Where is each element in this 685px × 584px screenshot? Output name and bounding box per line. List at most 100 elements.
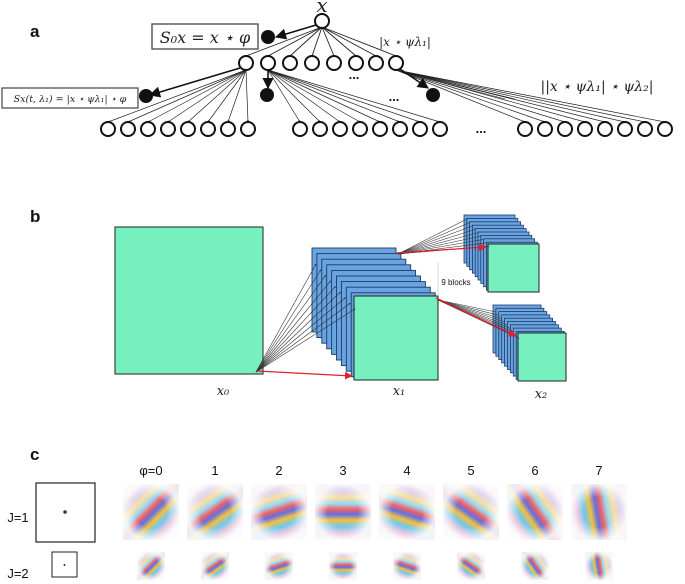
layer1-node <box>368 55 384 71</box>
edge-layer1-layer2 <box>227 69 247 123</box>
phi-label: φ=0 <box>139 463 162 478</box>
edge-layer1-layer2 <box>267 69 441 123</box>
scattering-tree <box>100 13 673 137</box>
connection-line <box>397 232 479 255</box>
filter-j1-phi3 <box>315 484 371 540</box>
layer2-node <box>352 121 368 137</box>
panel-a-label: a <box>30 22 40 41</box>
layer2-node <box>120 121 136 137</box>
filter-j2-phi0 <box>137 552 165 580</box>
red-arrow-x2 <box>435 297 517 337</box>
s0-formula-box <box>151 23 259 50</box>
layer2-node <box>240 121 256 137</box>
connection-line <box>255 275 327 373</box>
layer2-node <box>312 121 328 137</box>
edge-layer1-layer2 <box>207 69 247 123</box>
layer2-node <box>577 121 593 137</box>
connection-line <box>255 308 356 373</box>
ellipsis-layer2: ... <box>476 121 487 136</box>
red-arrow-x0-x1 <box>256 370 353 380</box>
filter-j1-phi1-fade <box>187 484 243 540</box>
connection-line <box>437 299 497 313</box>
connection-line <box>255 286 336 373</box>
connection-line <box>255 302 351 373</box>
arrow-average-3 <box>399 68 429 89</box>
x0-label: x₀ <box>217 384 230 399</box>
filter-j2-phi2 <box>265 552 293 580</box>
layer2-node <box>432 121 448 137</box>
filter-j1-phi0 <box>123 484 179 540</box>
layer2-node <box>220 121 236 137</box>
edge-layer1-layer2 <box>395 69 666 123</box>
layer2-node <box>637 121 653 137</box>
filter-j1-phi4 <box>379 484 435 540</box>
edge-root-layer1 <box>289 26 323 57</box>
filter-j1-phi6-fade <box>507 484 563 540</box>
filter-j1-phi6 <box>507 484 563 540</box>
layer2-node <box>180 121 196 137</box>
connection-line <box>397 235 482 255</box>
layer2-node <box>597 121 613 137</box>
edge-root-layer1 <box>321 26 397 57</box>
connection-line <box>437 299 502 319</box>
filter-j1-phi2 <box>251 484 307 540</box>
edge-root-layer1 <box>321 26 357 57</box>
phi-label: 3 <box>339 463 346 478</box>
lowpass-dot-j2 <box>63 564 66 566</box>
layer2-node <box>292 121 308 137</box>
average-output-node-3 <box>426 88 440 102</box>
edge-layer1-layer2 <box>267 69 321 123</box>
filter-j2-phi3-fade <box>329 552 357 580</box>
connection-line <box>437 299 499 316</box>
root-node <box>314 13 330 29</box>
layer2-node <box>657 121 673 137</box>
edge-layer1-extra <box>395 69 516 100</box>
edge-layer1-layer2 <box>395 69 546 123</box>
edge-layer1-layer2 <box>245 69 249 123</box>
filter-j2-phi6-fade <box>521 552 549 580</box>
layer1-node <box>238 55 254 71</box>
connection-line <box>255 297 346 373</box>
sx-formula: Sx(t, λ₁) = |x ⋆ ψλ₁| ⋆ φ <box>14 94 127 105</box>
filter-j1-phi0-fade <box>123 484 179 540</box>
edge-layer1-layer2 <box>395 69 646 123</box>
layer2-node <box>372 121 388 137</box>
edge-layer1-layer2 <box>395 69 566 123</box>
connection-line <box>397 218 468 255</box>
layer1-node <box>388 55 404 71</box>
edge-layer1-layer2 <box>127 69 247 123</box>
filter-j2-phi1 <box>201 552 229 580</box>
filter-j2-phi5-fade <box>457 552 485 580</box>
filter-j2-phi5 <box>457 552 485 580</box>
layer1-node <box>348 55 364 71</box>
layer2-node <box>160 121 176 137</box>
ellipsis-middle: ... <box>389 89 400 104</box>
sx-output-node <box>139 89 153 103</box>
edge-root-layer1 <box>321 26 335 57</box>
edge-layer1-layer2 <box>107 69 247 123</box>
filter-j1-phi5 <box>443 484 499 540</box>
lowpass-dot-j1 <box>63 510 67 514</box>
edge-root-layer1 <box>267 26 323 57</box>
filter-j1-phi4-fade <box>379 484 435 540</box>
filter-j2-phi2-fade <box>265 552 293 580</box>
filter-j2-phi7 <box>585 552 613 580</box>
connection-line <box>397 225 473 255</box>
filter-j1-phi7-fade <box>571 484 627 540</box>
layer2-node <box>392 121 408 137</box>
network-diagram: 9 blocks x₀ x₁ x₂ <box>114 214 567 402</box>
front-square-x2 <box>517 332 567 382</box>
layer1-node <box>304 55 320 71</box>
connection-line <box>255 269 322 373</box>
edge-layer1-layer2 <box>267 69 341 123</box>
layer2-node <box>332 121 348 137</box>
layer2-node <box>517 121 533 137</box>
x2-label: x₂ <box>535 387 548 402</box>
connections-x0-x1 <box>255 263 356 373</box>
panel-b-label: b <box>30 207 40 226</box>
edge-layer1-layer2 <box>267 69 421 123</box>
filter-j1-phi5-fade <box>443 484 499 540</box>
first-layer-label: |x ⋆ ψλ₁| <box>379 35 431 49</box>
connection-line <box>397 222 470 255</box>
